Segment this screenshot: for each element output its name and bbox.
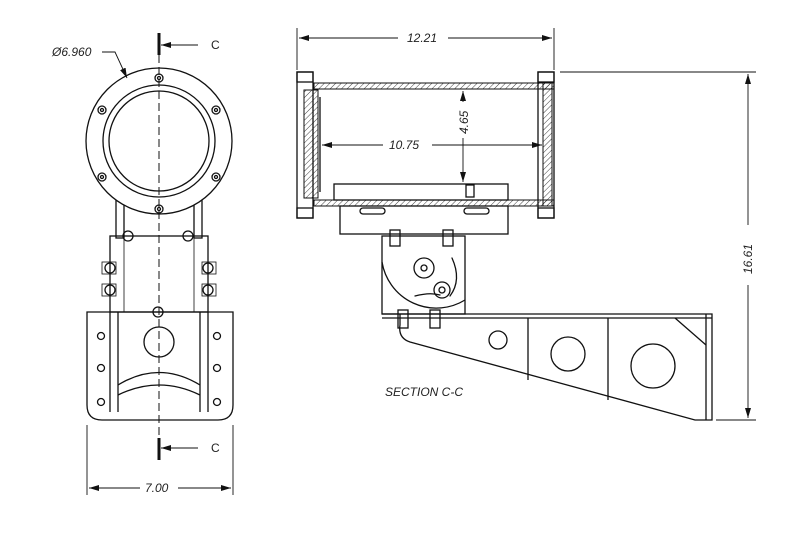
arm-hole-medium [550,336,586,372]
inner-length-label: 10.75 [389,138,419,152]
camera-yoke-bracket [101,197,217,318]
tilt-pivot-block [381,229,466,329]
inner-height-label: 4.65 [457,110,471,134]
wall-mount-arm [382,313,713,421]
section-mark-bottom: C [211,441,220,455]
overall-height-label: 16.61 [741,244,755,274]
mounting-base-plate [86,311,234,421]
overall-length-label: 12.21 [407,31,437,45]
section-title: SECTION C-C [385,385,463,399]
diameter-label: Ø6.960 [51,45,92,59]
section-view [296,28,756,421]
front-view [85,33,234,495]
section-mark-top: C [211,38,220,52]
arm-hole-small [488,330,508,350]
arm-hole-large [630,343,676,389]
width-dimension-label: 7.00 [145,481,169,495]
mounting-plate [339,205,509,235]
